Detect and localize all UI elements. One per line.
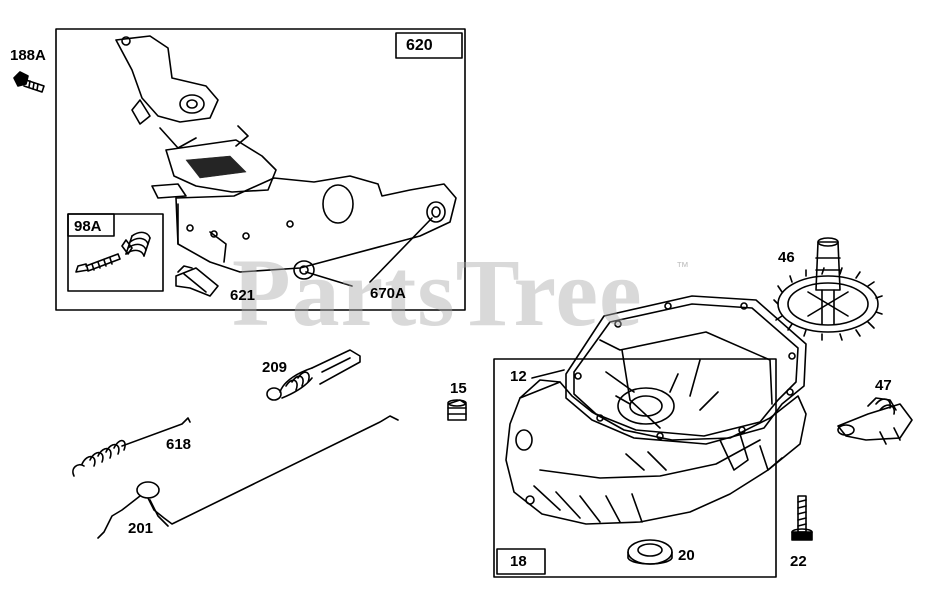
leader-670a-b <box>369 217 433 283</box>
callout-670a: 670A <box>370 285 406 302</box>
leader-12 <box>531 369 565 379</box>
callout-188a: 188A <box>10 47 46 64</box>
part-22-bolt <box>791 495 813 541</box>
callout-201: 201 <box>128 520 154 537</box>
callout-47: 47 <box>875 377 892 394</box>
callout-15: 15 <box>450 380 467 397</box>
part-98a-screw-spring <box>75 231 151 273</box>
box-98a-tag <box>67 213 115 237</box>
callout-22: 22 <box>790 553 807 570</box>
part-20-seal <box>627 539 673 565</box>
callout-618: 618 <box>166 436 192 453</box>
callout-46: 46 <box>778 249 795 266</box>
box-18-label: 18 <box>510 553 527 570</box>
part-618-spring <box>72 417 191 477</box>
box-18-frame <box>493 358 777 578</box>
box-620-label: 620 <box>406 37 433 54</box>
part-47-governor-assembly <box>837 397 913 445</box>
box-18-tag <box>496 548 546 575</box>
box-620-tag <box>395 32 463 59</box>
part-46-governor-gear <box>773 237 883 341</box>
part-201-link-rod <box>97 415 399 539</box>
control-bracket-part <box>115 35 457 280</box>
part-621-clip <box>175 265 219 297</box>
callout-20: 20 <box>678 547 695 564</box>
callout-209: 209 <box>262 359 288 376</box>
part-188a-bolt <box>13 71 45 93</box>
box-620-frame <box>55 28 466 311</box>
callout-12: 12 <box>510 368 527 385</box>
box-98a-frame <box>67 213 164 292</box>
box-98a-label: 98A <box>74 218 102 235</box>
part-209-spring-link <box>266 349 361 401</box>
trademark-symbol: ™ <box>676 259 689 274</box>
callout-621: 621 <box>230 287 256 304</box>
sump-part <box>505 295 807 525</box>
part-15-plug <box>447 399 467 421</box>
leader-670a-a <box>305 271 353 287</box>
